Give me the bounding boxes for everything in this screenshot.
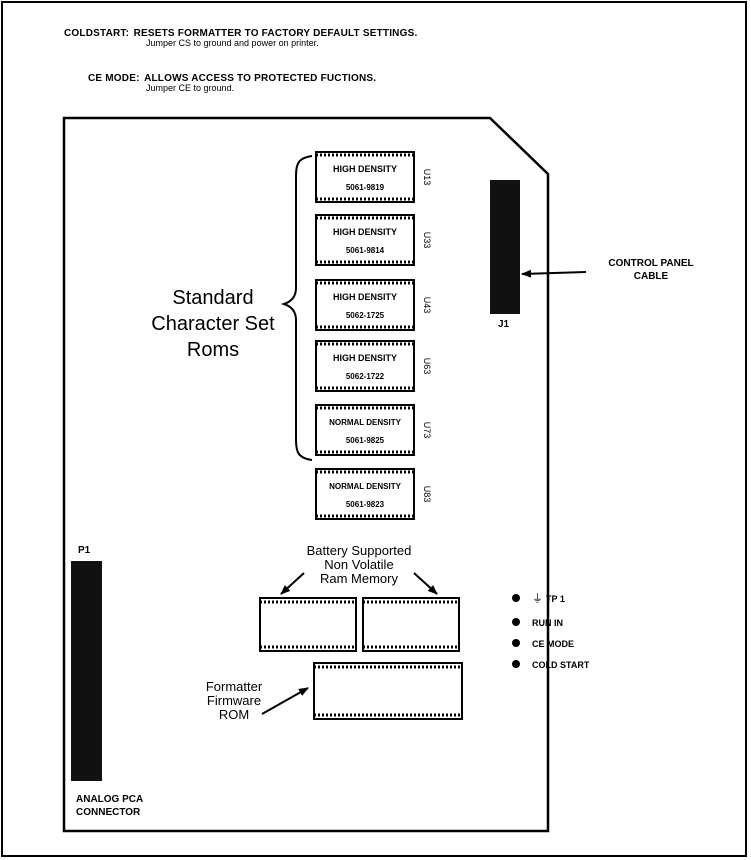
- rom-part-number: 5062-1725: [346, 311, 385, 320]
- rom-chip-u63: HIGH DENSITY 5062-1722 U63: [315, 340, 432, 392]
- analog-connector-label-line2: CONNECTOR: [76, 807, 141, 818]
- ram-chip-left: [259, 597, 357, 652]
- rom-ref-designator: U13: [422, 169, 432, 186]
- control-panel-arrow: [521, 269, 587, 278]
- battery-label-line1: Battery Supported: [307, 543, 412, 558]
- ram-chip-right: [362, 597, 460, 652]
- test-point-label: RUN IN: [532, 618, 563, 628]
- test-point-label: COLD START: [532, 660, 590, 670]
- p1-label: P1: [78, 545, 91, 556]
- ce-mode-key: CE MODE:: [88, 73, 140, 84]
- analog-connector-label-line1: ANALOG PCA: [76, 794, 143, 805]
- rom-density-label: HIGH DENSITY: [333, 164, 397, 174]
- rom-part-number: 5061-9814: [346, 246, 385, 255]
- ce-mode-text: ALLOWS ACCESS TO PROTECTED FUCTIONS.: [144, 73, 377, 84]
- coldstart-note: COLDSTART: RESETS FORMATTER TO FACTORY D…: [64, 23, 417, 41]
- battery-arrow-left: [280, 572, 305, 595]
- rom-part-number: 5062-1722: [346, 372, 385, 381]
- rom-density-label: NORMAL DENSITY: [329, 418, 402, 427]
- test-point-dot: [512, 660, 520, 668]
- rom-part-number: 5061-9823: [346, 500, 385, 509]
- std-roms-label-line3: Roms: [187, 339, 239, 361]
- ce-mode-sub: Jumper CE to ground.: [146, 83, 235, 93]
- std-roms-label-line2: Character Set: [151, 313, 275, 335]
- firmware-arrow: [261, 687, 309, 715]
- firmware-label-line3: ROM: [219, 707, 249, 722]
- rom-chip-u33: HIGH DENSITY 5061-9814 U33: [315, 214, 432, 266]
- test-point-label: TP 1: [546, 594, 565, 604]
- firmware-label-line2: Firmware: [207, 693, 261, 708]
- firmware-label-line1: Formatter: [206, 679, 263, 694]
- rom-part-number: 5061-9819: [346, 183, 385, 192]
- ce-mode-note: CE MODE: ALLOWS ACCESS TO PROTECTED FUCT…: [88, 68, 376, 86]
- coldstart-text: RESETS FORMATTER TO FACTORY DEFAULT SETT…: [133, 28, 418, 39]
- ground-icon: ⏚: [532, 592, 543, 605]
- control-panel-label-line2: CABLE: [634, 271, 669, 282]
- j1-connector: [490, 180, 520, 314]
- std-roms-bracket: [280, 155, 313, 461]
- test-point-dot: [512, 594, 520, 602]
- coldstart-key: COLDSTART:: [64, 28, 130, 39]
- test-point-dot: [512, 639, 520, 647]
- board-outline: [62, 116, 550, 833]
- p1-connector: [71, 561, 102, 781]
- rom-ref-designator: U43: [422, 297, 432, 314]
- test-point-label: CE MODE: [532, 639, 574, 649]
- std-roms-label-line1: Standard: [172, 287, 253, 309]
- rom-density-label: HIGH DENSITY: [333, 227, 397, 237]
- firmware-rom-chip: [313, 662, 463, 720]
- test-point-group: ⏚TP 1 RUN IN CE MODE COLD START: [512, 592, 590, 670]
- rom-chip-u43: HIGH DENSITY 5062-1725 U43: [315, 279, 432, 331]
- rom-chip-u83: NORMAL DENSITY 5061-9823 U83: [315, 468, 432, 520]
- rom-chip-u73: NORMAL DENSITY 5061-9825 U73: [315, 404, 432, 456]
- rom-density-label: HIGH DENSITY: [333, 292, 397, 302]
- rom-ref-designator: U73: [422, 422, 432, 439]
- battery-label-line2: Non Volatile: [324, 557, 393, 572]
- control-panel-label-line1: CONTROL PANEL: [608, 258, 693, 269]
- coldstart-sub: Jumper CS to ground and power on printer…: [146, 38, 319, 48]
- j1-label: J1: [498, 319, 510, 330]
- battery-arrow-right: [413, 572, 438, 595]
- rom-chip-u13: HIGH DENSITY 5061-9819 U13: [315, 151, 432, 203]
- rom-part-number: 5061-9825: [346, 436, 385, 445]
- rom-ref-designator: U83: [422, 486, 432, 503]
- rom-density-label: NORMAL DENSITY: [329, 482, 402, 491]
- rom-ref-designator: U63: [422, 358, 432, 375]
- rom-ref-designator: U33: [422, 232, 432, 249]
- battery-label-line3: Ram Memory: [320, 571, 399, 586]
- rom-density-label: HIGH DENSITY: [333, 353, 397, 363]
- test-point-dot: [512, 618, 520, 626]
